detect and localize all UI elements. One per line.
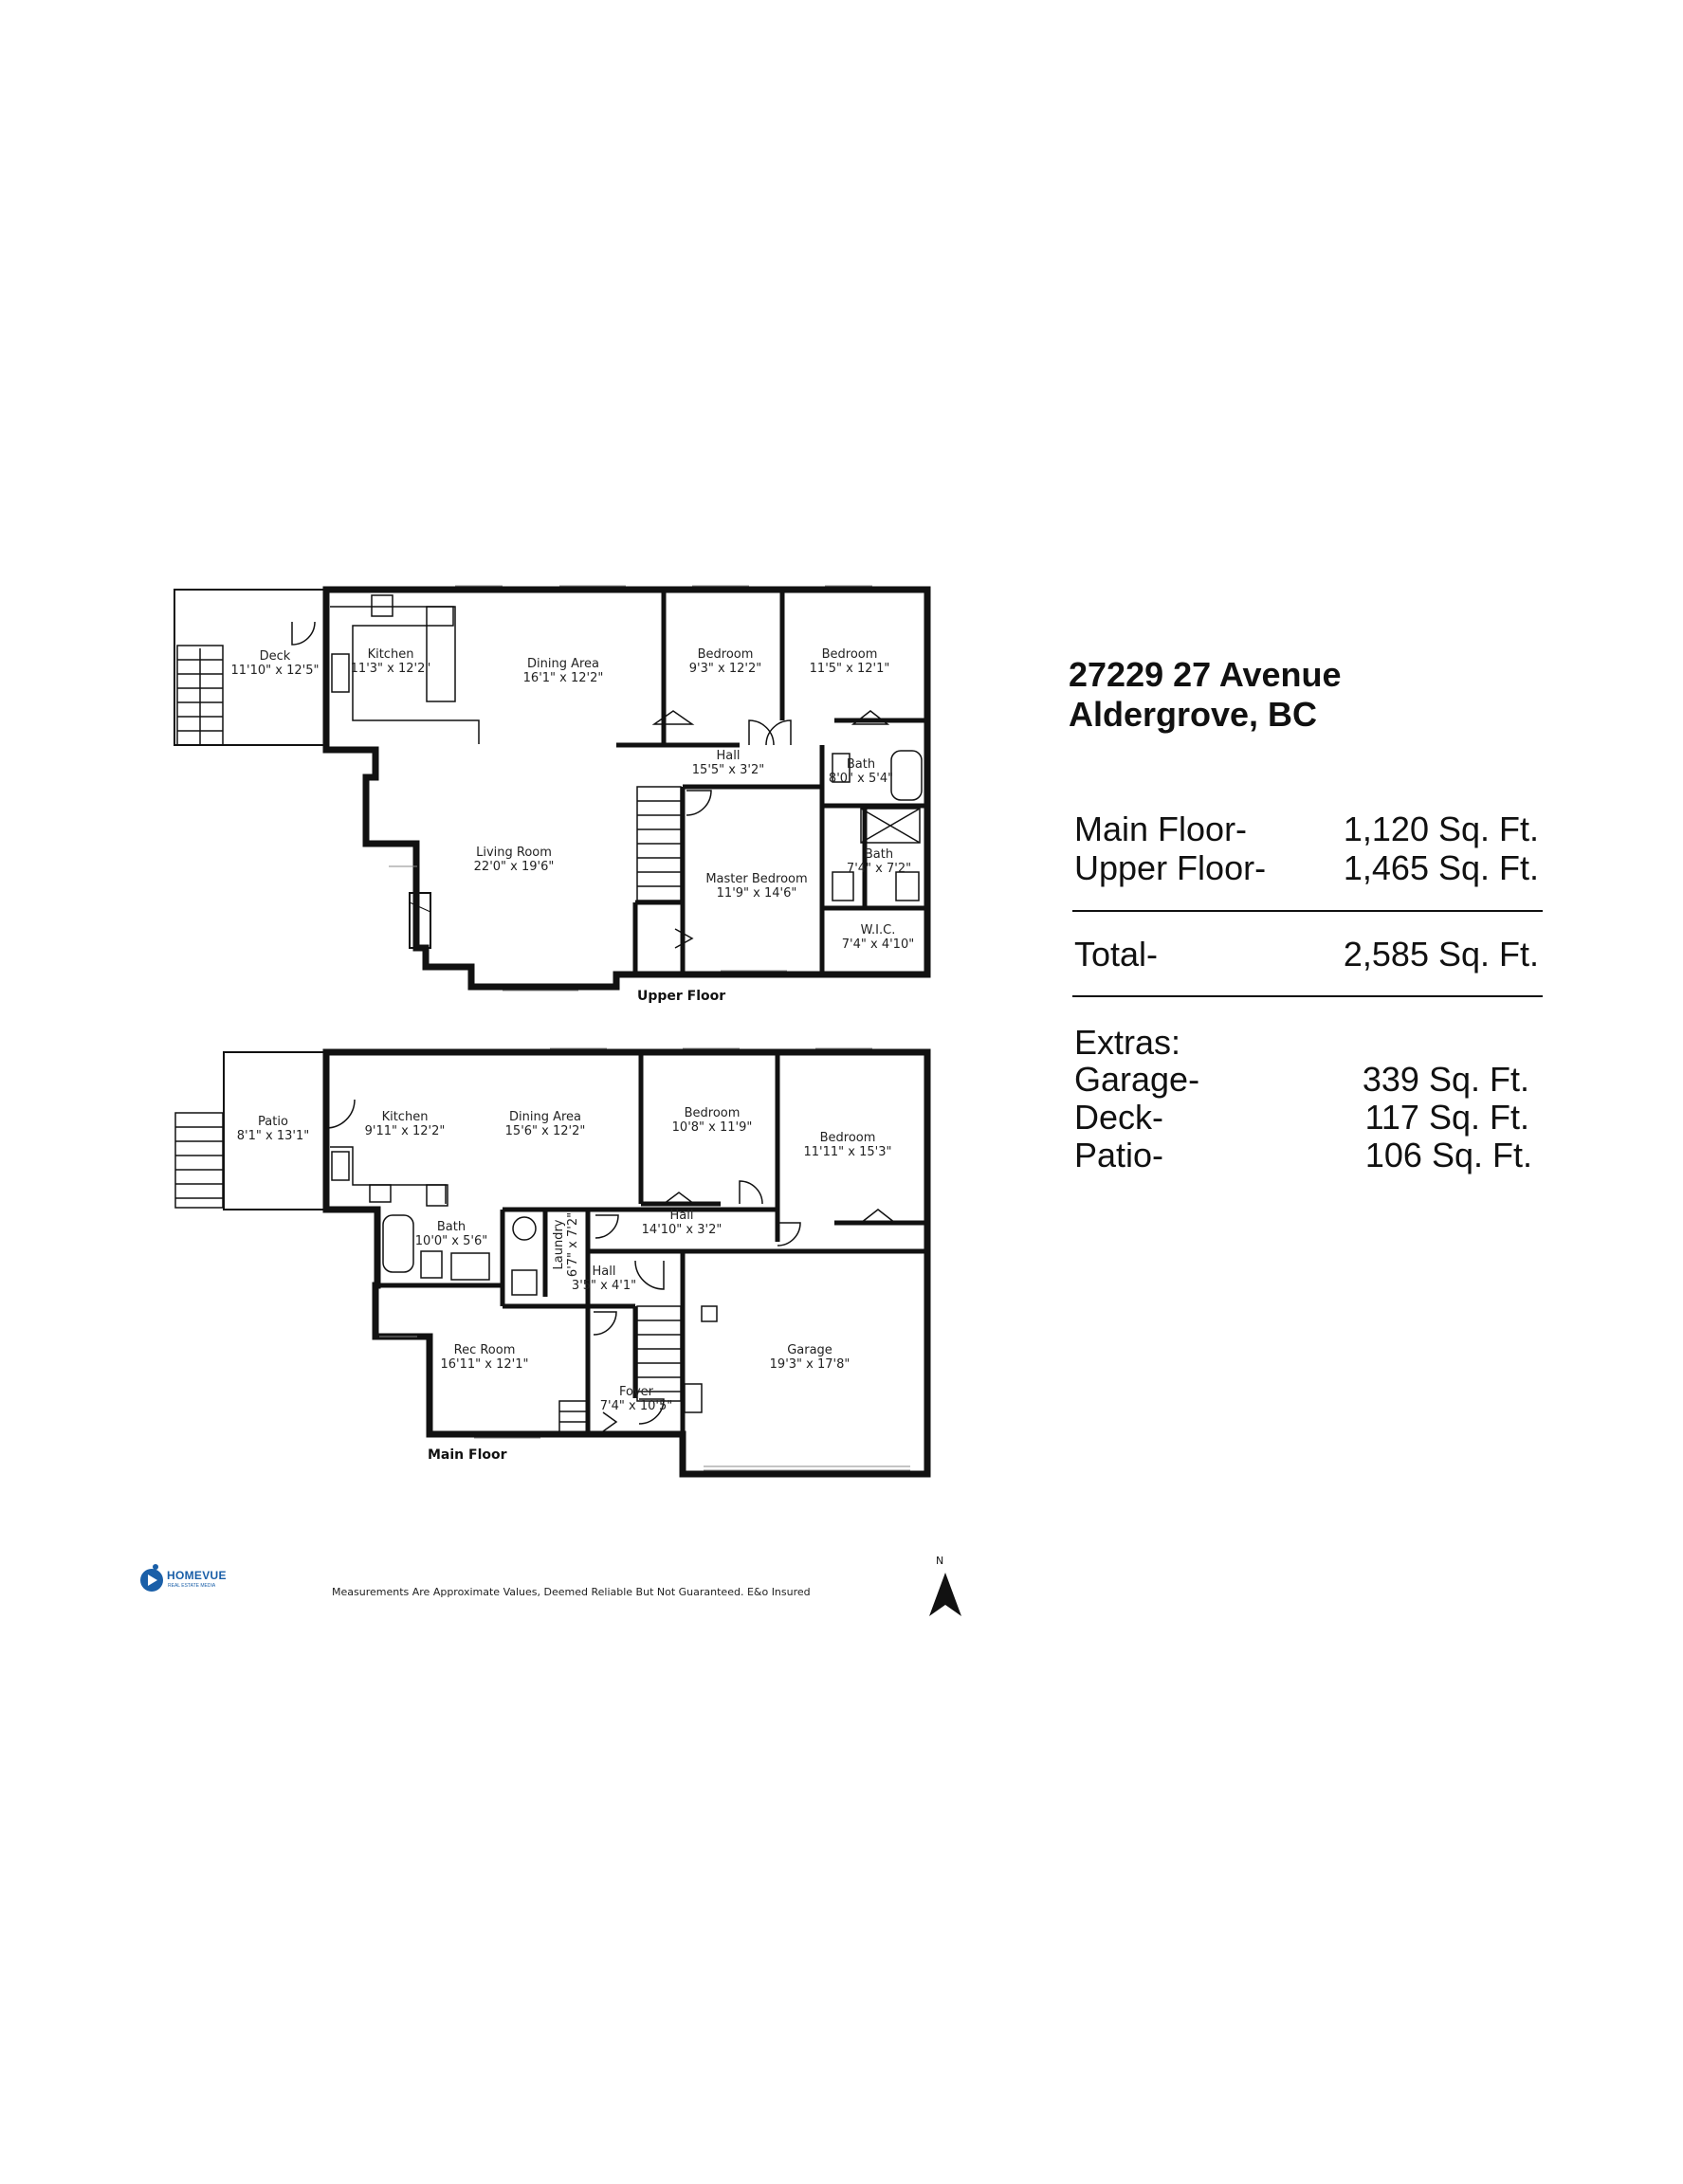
main-floor-outer-wall bbox=[322, 1048, 931, 1478]
logo-subtitle: REAL ESTATE MEDIA bbox=[168, 1583, 216, 1589]
upper-door-swings bbox=[291, 621, 890, 949]
area-value: 1,120 Sq. Ft. bbox=[1343, 810, 1539, 848]
address-line-1: 27229 27 Avenue bbox=[1069, 655, 1342, 694]
area-value: 106 Sq. Ft. bbox=[1364, 1136, 1532, 1174]
logo-name: HOMEVUE bbox=[167, 1569, 227, 1582]
upper-kitchen-counters bbox=[330, 594, 480, 744]
area-label: Deck- bbox=[1074, 1098, 1164, 1137]
upper-bath-fixtures bbox=[832, 750, 923, 901]
area-value: 2,585 Sq. Ft. bbox=[1343, 935, 1539, 974]
upper-deck-outline bbox=[174, 589, 326, 746]
disclaimer: Measurements Are Approximate Values, Dee… bbox=[332, 1586, 811, 1598]
main-patio-outline bbox=[223, 1051, 326, 1210]
room-label: W.I.C.7'4" x 4'10" bbox=[841, 923, 915, 952]
upper-floor-caption: Upper Floor bbox=[637, 989, 726, 1004]
main-floor-caption: Main Floor bbox=[428, 1447, 507, 1463]
area-label: Total- bbox=[1074, 935, 1159, 974]
area-label: Upper Floor- bbox=[1074, 848, 1267, 887]
north-arrow-icon bbox=[929, 1573, 961, 1616]
homevue-logo: HOMEVUE REAL ESTATE MEDIA bbox=[138, 1564, 226, 1597]
divider bbox=[1072, 910, 1543, 912]
extras-title-text: Extras: bbox=[1074, 1023, 1181, 1062]
main-fixtures bbox=[382, 1214, 718, 1413]
main-kitchen-counters bbox=[330, 1146, 448, 1207]
area-value: 117 Sq. Ft. bbox=[1364, 1098, 1529, 1137]
north-label: N bbox=[936, 1555, 944, 1567]
area-label: Main Floor- bbox=[1074, 810, 1248, 848]
main-door-swings bbox=[325, 1099, 898, 1432]
upper-floor-interior-walls bbox=[616, 590, 927, 974]
divider bbox=[1072, 995, 1543, 997]
upper-fireplace bbox=[409, 892, 431, 949]
area-label: Patio- bbox=[1074, 1136, 1164, 1174]
upper-deck-stairs bbox=[176, 645, 224, 746]
main-patio-stairs bbox=[174, 1112, 224, 1209]
main-staircase bbox=[558, 1305, 682, 1433]
area-value: 1,465 Sq. Ft. bbox=[1343, 848, 1539, 887]
address-line-2: Aldergrove, BC bbox=[1069, 695, 1318, 734]
upper-staircase bbox=[636, 786, 682, 901]
homevue-logo-icon bbox=[140, 1564, 163, 1592]
area-value: 339 Sq. Ft. bbox=[1362, 1060, 1529, 1099]
upper-windows bbox=[389, 585, 872, 992]
area-label: Garage- bbox=[1074, 1060, 1200, 1099]
main-windows bbox=[379, 1047, 910, 1471]
